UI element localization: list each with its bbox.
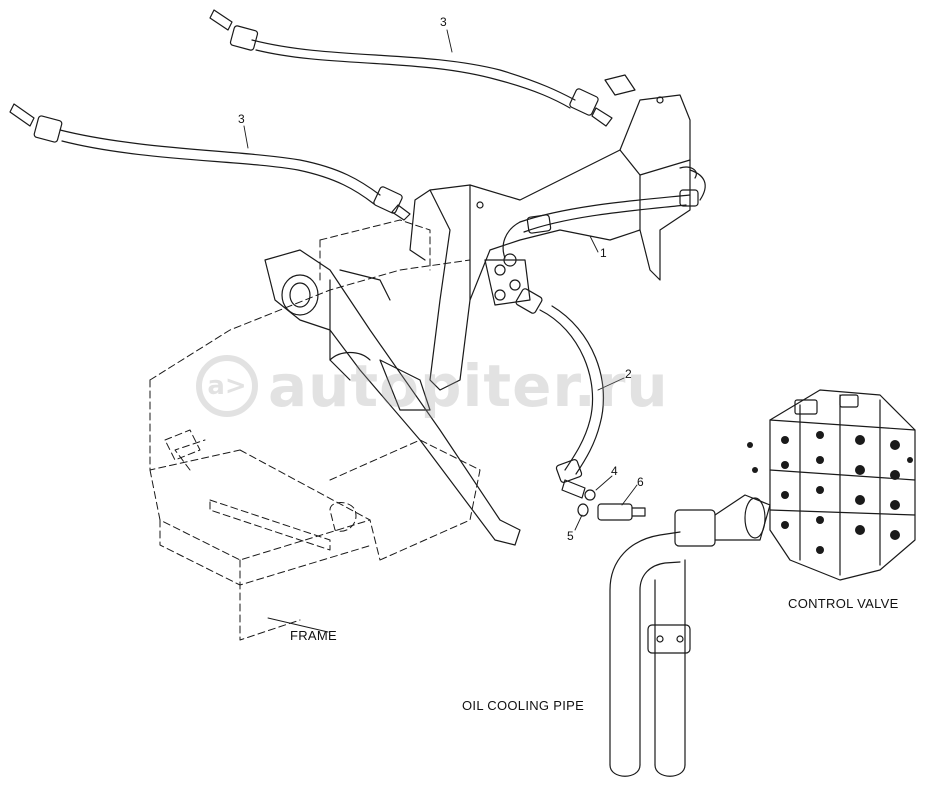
callout-hose-2: 2 xyxy=(625,367,632,381)
boom-arm xyxy=(264,249,521,546)
valve-block xyxy=(484,259,531,306)
callout-item-6: 6 xyxy=(637,475,644,489)
callout-hose-left: 3 xyxy=(238,112,245,126)
control-valve-ports xyxy=(747,431,913,554)
label-control-valve: CONTROL VALVE xyxy=(788,596,899,611)
oil-cooling-pipe xyxy=(609,494,771,777)
callout-leaders xyxy=(243,29,638,633)
hose-3-left xyxy=(9,103,411,221)
callout-item-4: 4 xyxy=(611,464,618,478)
hose-1 xyxy=(502,166,706,267)
callout-item-5: 5 xyxy=(567,529,574,543)
fittings-4-5-6 xyxy=(577,489,646,521)
label-oil-cooling-pipe: OIL COOLING PIPE xyxy=(462,698,585,713)
hose-3-top xyxy=(209,9,613,127)
callout-hose-top: 3 xyxy=(440,15,447,29)
callout-hose-1: 1 xyxy=(600,246,607,260)
hose-2 xyxy=(515,288,604,499)
control-valve-body xyxy=(769,389,916,581)
mounting-bracket xyxy=(409,74,691,391)
label-frame: FRAME xyxy=(290,628,337,643)
